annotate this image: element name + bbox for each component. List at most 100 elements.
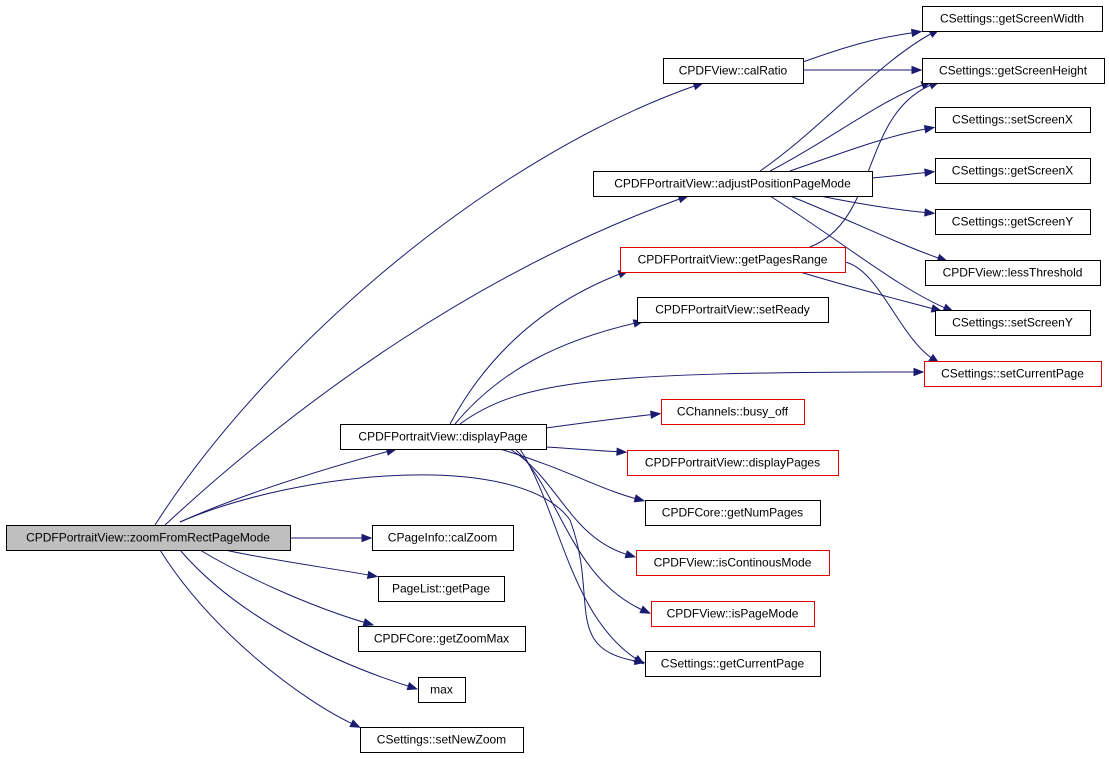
edge-getPagesRange-to-setCurrentPage <box>844 261 940 364</box>
node-label: CPDFView::lessThreshold <box>943 266 1083 280</box>
node-getScreenHeight[interactable]: CSettings::getScreenHeight <box>922 58 1105 84</box>
edge-zoomFromRect-to-calZoom <box>290 533 373 543</box>
node-zoomFromRect[interactable]: CPDFPortraitView::zoomFromRectPageMode <box>6 525 291 551</box>
node-box <box>645 651 821 677</box>
edge-line <box>802 31 919 63</box>
edge-arrowhead <box>362 618 375 627</box>
node-box <box>645 500 821 526</box>
node-label: CSettings::setScreenY <box>952 316 1073 330</box>
edge-line <box>799 271 939 311</box>
node-max[interactable]: max <box>418 677 466 703</box>
node-label: CPDFCore::getNumPages <box>662 506 803 520</box>
edge-displayPage-to-busyOff <box>545 410 662 429</box>
node-label: CSettings::getScreenWidth <box>940 12 1084 26</box>
node-box <box>935 209 1091 235</box>
edge-arrowhead <box>639 605 651 614</box>
edge-displayPage-to-setCurrentPage <box>459 367 925 425</box>
edge-getPagesRange-to-getScreenHeight <box>809 81 941 248</box>
node-getCurrentPage[interactable]: CSettings::getCurrentPage <box>645 651 821 677</box>
node-box <box>593 171 873 197</box>
edge-adjustPos-to-getScreenWidth <box>759 28 940 172</box>
node-label: CPDFView::isContinousMode <box>654 556 812 570</box>
node-label: CChannels::busy_off <box>677 405 789 419</box>
edge-line <box>164 196 686 526</box>
node-busyOff[interactable]: CChannels::busy_off <box>661 399 805 425</box>
node-setScreenX[interactable]: CSettings::setScreenX <box>935 107 1091 133</box>
node-label: CSettings::setCurrentPage <box>941 367 1084 381</box>
node-getScreenWidth[interactable]: CSettings::getScreenWidth <box>922 6 1103 32</box>
node-label: PageList::getPage <box>392 582 490 596</box>
node-calRatio[interactable]: CPDFView::calRatio <box>663 58 804 84</box>
edge-zoomFromRect-to-calRatio <box>154 82 705 526</box>
node-isPageMode[interactable]: CPDFView::isPageMode <box>651 601 815 627</box>
edge-zoomFromRect-to-displayPage <box>179 447 398 523</box>
node-setScreenY[interactable]: CSettings::setScreenY <box>935 310 1091 336</box>
edge-arrowhead <box>406 682 419 691</box>
node-box <box>372 525 514 551</box>
node-adjustPos[interactable]: CPDFPortraitView::adjustPositionPageMode <box>593 171 873 197</box>
edge-arrowhead <box>924 168 936 177</box>
node-setReady[interactable]: CPDFPortraitView::setReady <box>637 297 829 323</box>
edge-line <box>459 371 921 425</box>
node-setNewZoom[interactable]: CSettings::setNewZoom <box>360 727 524 753</box>
node-isContinous[interactable]: CPDFView::isContinousMode <box>636 550 830 576</box>
edge-adjustPos-to-setScreenX <box>789 125 936 172</box>
edge-line <box>545 446 624 453</box>
node-label: CPDFPortraitView::displayPages <box>645 456 820 470</box>
edge-line <box>199 549 371 625</box>
edge-line <box>454 321 641 425</box>
edge-line <box>759 30 937 172</box>
edge-line <box>871 171 932 179</box>
node-getScreenY[interactable]: CSettings::getScreenY <box>935 209 1091 235</box>
edge-arrowhead <box>911 65 923 75</box>
node-label: CPDFPortraitView::getPagesRange <box>638 253 828 267</box>
edge-line <box>509 448 633 557</box>
node-label: CPDFView::isPageMode <box>667 607 799 621</box>
node-label: CPageInfo::calZoom <box>388 531 497 545</box>
node-box <box>627 450 839 476</box>
edge-adjustPos-to-getScreenY <box>819 195 936 217</box>
node-box <box>925 260 1101 286</box>
node-box <box>935 310 1091 336</box>
edge-line <box>179 474 642 663</box>
node-label: CSettings::getScreenHeight <box>939 64 1088 78</box>
node-box <box>418 677 466 703</box>
edge-arrowhead <box>924 208 936 217</box>
node-getPage[interactable]: PageList::getPage <box>378 576 505 602</box>
node-box <box>340 424 547 450</box>
node-setCurrentPage[interactable]: CSettings::setCurrentPage <box>924 361 1102 387</box>
node-box <box>924 361 1102 387</box>
edge-line <box>224 549 375 577</box>
node-displayPage[interactable]: CPDFPortraitView::displayPage <box>340 424 547 450</box>
node-box <box>922 6 1103 32</box>
node-label: CPDFPortraitView::zoomFromRectPageMode <box>26 531 270 545</box>
node-box <box>360 727 524 753</box>
node-getZoomMax[interactable]: CPDFCore::getZoomMax <box>358 626 526 652</box>
edge-arrowhead <box>633 494 646 503</box>
node-lessThreshold[interactable]: CPDFView::lessThreshold <box>925 260 1101 286</box>
edge-line <box>545 413 658 429</box>
edge-line <box>769 82 929 172</box>
edge-line <box>154 83 701 526</box>
edge-arrowhead <box>633 654 645 665</box>
node-getScreenX[interactable]: CSettings::getScreenX <box>935 158 1091 184</box>
edge-displayPage-to-displayPages <box>545 446 628 456</box>
node-displayPages[interactable]: CPDFPortraitView::displayPages <box>627 450 839 476</box>
node-box <box>636 550 830 576</box>
edge-zoomFromRect-to-setNewZoom <box>159 549 361 728</box>
node-getPagesRange[interactable]: CPDFPortraitView::getPagesRange <box>620 247 846 273</box>
node-calZoom[interactable]: CPageInfo::calZoom <box>372 525 514 551</box>
node-label: CSettings::setNewZoom <box>377 733 506 747</box>
edge-displayPage-to-isContinous <box>509 448 637 559</box>
node-box <box>6 525 291 551</box>
node-getNumPages[interactable]: CPDFCore::getNumPages <box>645 500 821 526</box>
edges-layer <box>154 28 955 728</box>
edge-zoomFromRect-to-adjustPos <box>164 195 690 526</box>
edge-zoomFromRect-to-getPage <box>224 549 379 580</box>
edge-line <box>789 127 932 172</box>
node-label: CPDFView::calRatio <box>679 64 788 78</box>
node-box <box>935 107 1091 133</box>
node-box <box>620 247 846 273</box>
